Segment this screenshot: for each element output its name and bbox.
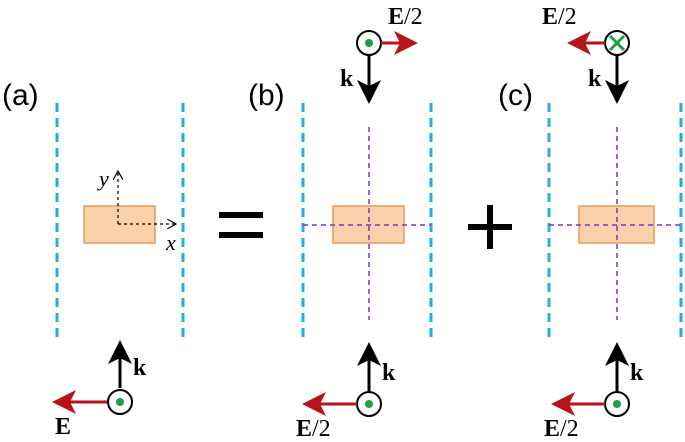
field-half-label-bottom: E/2 — [296, 416, 331, 442]
panel-c: (c) E/2 k k E/2 — [498, 4, 683, 442]
x-axis-label: x — [165, 230, 176, 255]
plus-bar-vertical — [487, 205, 493, 249]
field-half-label-top: E/2 — [388, 4, 423, 30]
wave-vector-label-bottom: k — [630, 360, 644, 386]
equals-bar-top — [219, 212, 263, 218]
plus-operator — [468, 205, 512, 249]
wave-vector-label-bottom: k — [382, 360, 396, 386]
field-half-label-top: E/2 — [542, 4, 577, 30]
out-of-plane-dot — [365, 400, 373, 408]
wave-vector-label-top: k — [340, 66, 354, 92]
panel-c-label: (c) — [498, 79, 533, 112]
equals-operator — [219, 212, 263, 238]
into-plane-cross-stroke-2 — [608, 34, 626, 52]
out-of-plane-dot — [116, 398, 124, 406]
out-of-plane-dot — [365, 39, 373, 47]
wave-vector-label: k — [133, 355, 147, 381]
panel-b-label: (b) — [248, 79, 285, 112]
panel-a: (a) y x k E — [2, 79, 185, 440]
equals-bar-bottom — [219, 232, 263, 238]
y-axis-label: y — [97, 166, 109, 191]
out-of-plane-dot — [613, 400, 621, 408]
field-half-label-bottom: E/2 — [544, 416, 579, 442]
field-label: E — [55, 414, 71, 440]
panel-a-label: (a) — [2, 79, 39, 112]
wave-vector-label-top: k — [588, 66, 602, 92]
panel-b: (b) E/2 k k E/2 — [248, 4, 433, 442]
